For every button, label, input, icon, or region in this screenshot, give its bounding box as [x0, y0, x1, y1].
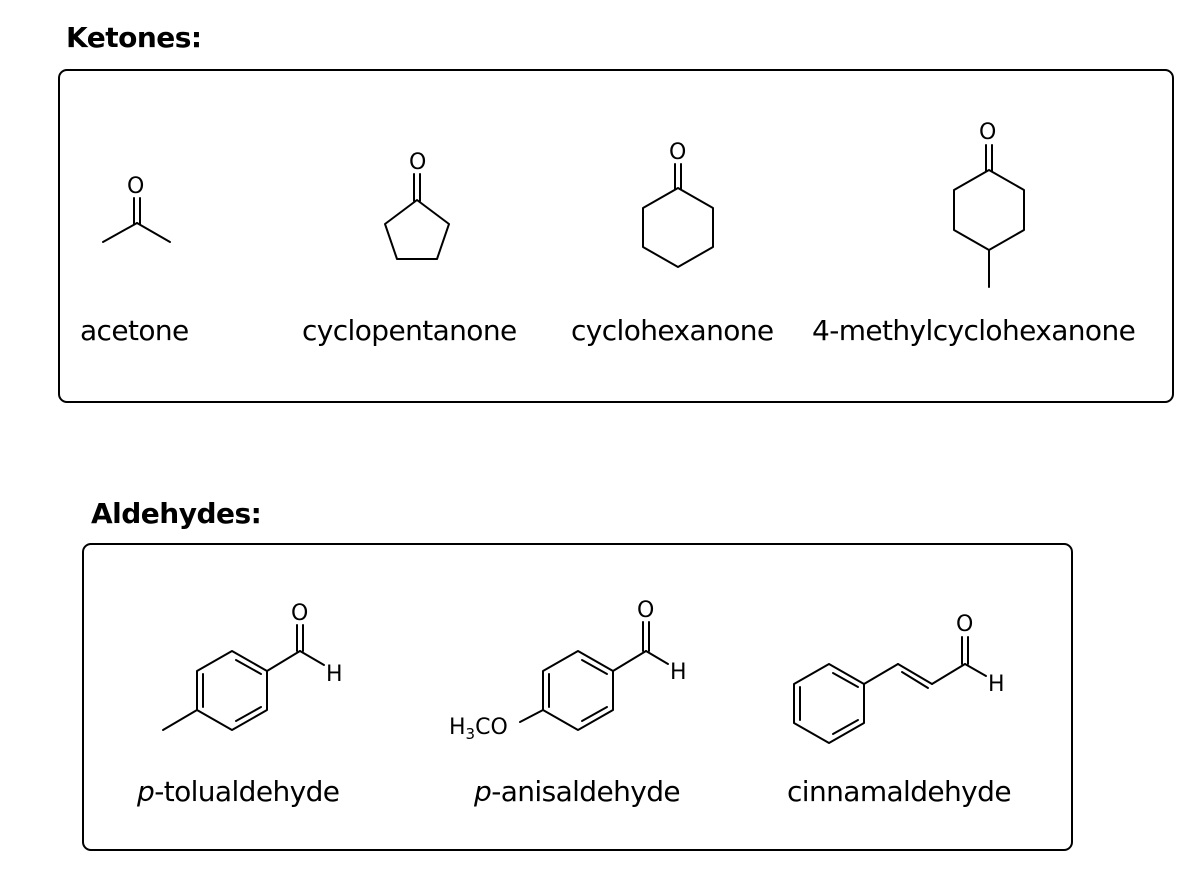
methyl-bond	[162, 709, 198, 731]
cinnamaldehyde-label: cinnamaldehyde	[787, 775, 1012, 808]
p-anisaldehyde-label: p-anisaldehyde	[474, 775, 681, 808]
aromatic-double-bond	[235, 706, 262, 722]
oxygen-label: O	[637, 598, 654, 623]
alkene-bond	[897, 663, 933, 685]
name-main: cinnamaldehyde	[787, 775, 1012, 808]
aldehyde-bond	[931, 663, 966, 685]
oxygen-label: O	[409, 150, 426, 175]
aromatic-double-bond	[581, 706, 608, 722]
benzene-ring	[793, 663, 865, 744]
oxygen-label: O	[127, 174, 144, 199]
oxygen-label: O	[669, 140, 686, 165]
aromatic-double-bond	[235, 659, 262, 675]
aromatic-double-bond	[832, 672, 859, 688]
six-membered-ring	[642, 187, 714, 268]
name-main: -anisaldehyde	[491, 775, 681, 808]
aldehydes-panel	[82, 543, 1073, 851]
hydrogen-label: H	[326, 662, 343, 687]
hydrogen-label: H	[988, 672, 1005, 697]
aldehyde-h-bond	[645, 650, 669, 665]
cyclopentanone-label: cyclopentanone	[302, 314, 517, 347]
methyl-bond-left	[102, 222, 138, 243]
cyclohexanone-label: cyclohexanone	[571, 314, 774, 347]
aromatic-double-bond	[581, 659, 608, 675]
methoxy-bond	[519, 709, 544, 723]
aldehyde-h-bond	[299, 650, 325, 666]
ketones-heading: Ketones:	[66, 21, 202, 54]
aromatic-double-bond	[832, 719, 859, 735]
aldehydes-heading: Aldehydes:	[91, 497, 262, 530]
oxygen-label: O	[979, 120, 996, 145]
oxygen-label: O	[956, 612, 973, 637]
4-methylcyclohexanone-label: 4-methylcyclohexanone	[812, 314, 1136, 347]
aldehyde-bond	[266, 650, 301, 672]
alkene-double-bond	[901, 671, 929, 689]
five-membered-ring	[384, 199, 450, 260]
hydrogen-label: H	[670, 660, 687, 685]
acetone-label: acetone	[80, 314, 189, 347]
aldehyde-h-bond	[964, 663, 987, 677]
name-main: -tolualdehyde	[154, 775, 340, 808]
name-prefix: p	[137, 775, 155, 808]
methoxy-label: H3CO	[449, 715, 508, 743]
name-prefix: p	[474, 775, 492, 808]
aldehyde-bond	[612, 650, 647, 672]
methyl-bond-right	[136, 222, 171, 243]
oxygen-label: O	[291, 601, 308, 626]
p-tolualdehyde-label: p-tolualdehyde	[137, 775, 340, 808]
ketones-panel	[58, 69, 1174, 403]
vinyl-bond	[863, 663, 899, 685]
